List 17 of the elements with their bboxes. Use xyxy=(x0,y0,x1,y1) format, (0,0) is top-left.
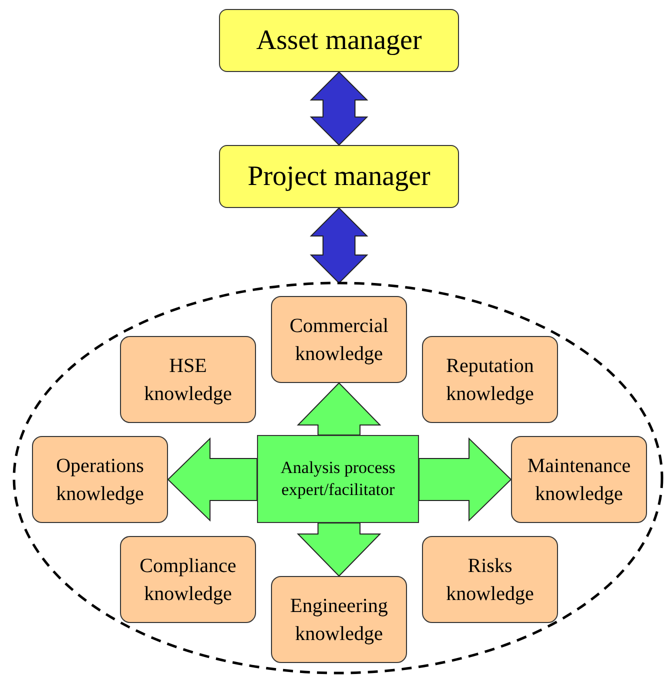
knowledge-box: Commercial knowledge xyxy=(271,296,407,383)
knowledge-box: Reputation knowledge xyxy=(422,336,558,423)
role-box: Asset manager xyxy=(219,9,459,72)
knowledge-box: Engineering knowledge xyxy=(271,576,407,663)
double-arrow xyxy=(296,382,382,436)
knowledge-box: HSE knowledge xyxy=(120,336,256,423)
double-arrow xyxy=(310,71,368,146)
double-arrow xyxy=(167,437,258,522)
role-box: Project manager xyxy=(219,145,459,208)
double-arrow xyxy=(418,437,512,522)
double-arrow xyxy=(310,207,368,284)
process-box: Analysis process expert/facilitator xyxy=(257,435,419,523)
knowledge-box: Compliance knowledge xyxy=(120,536,256,623)
double-arrow xyxy=(296,522,382,577)
knowledge-box: Operations knowledge xyxy=(32,436,168,523)
knowledge-box: Risks knowledge xyxy=(422,536,558,623)
knowledge-box: Maintenance knowledge xyxy=(511,436,647,523)
